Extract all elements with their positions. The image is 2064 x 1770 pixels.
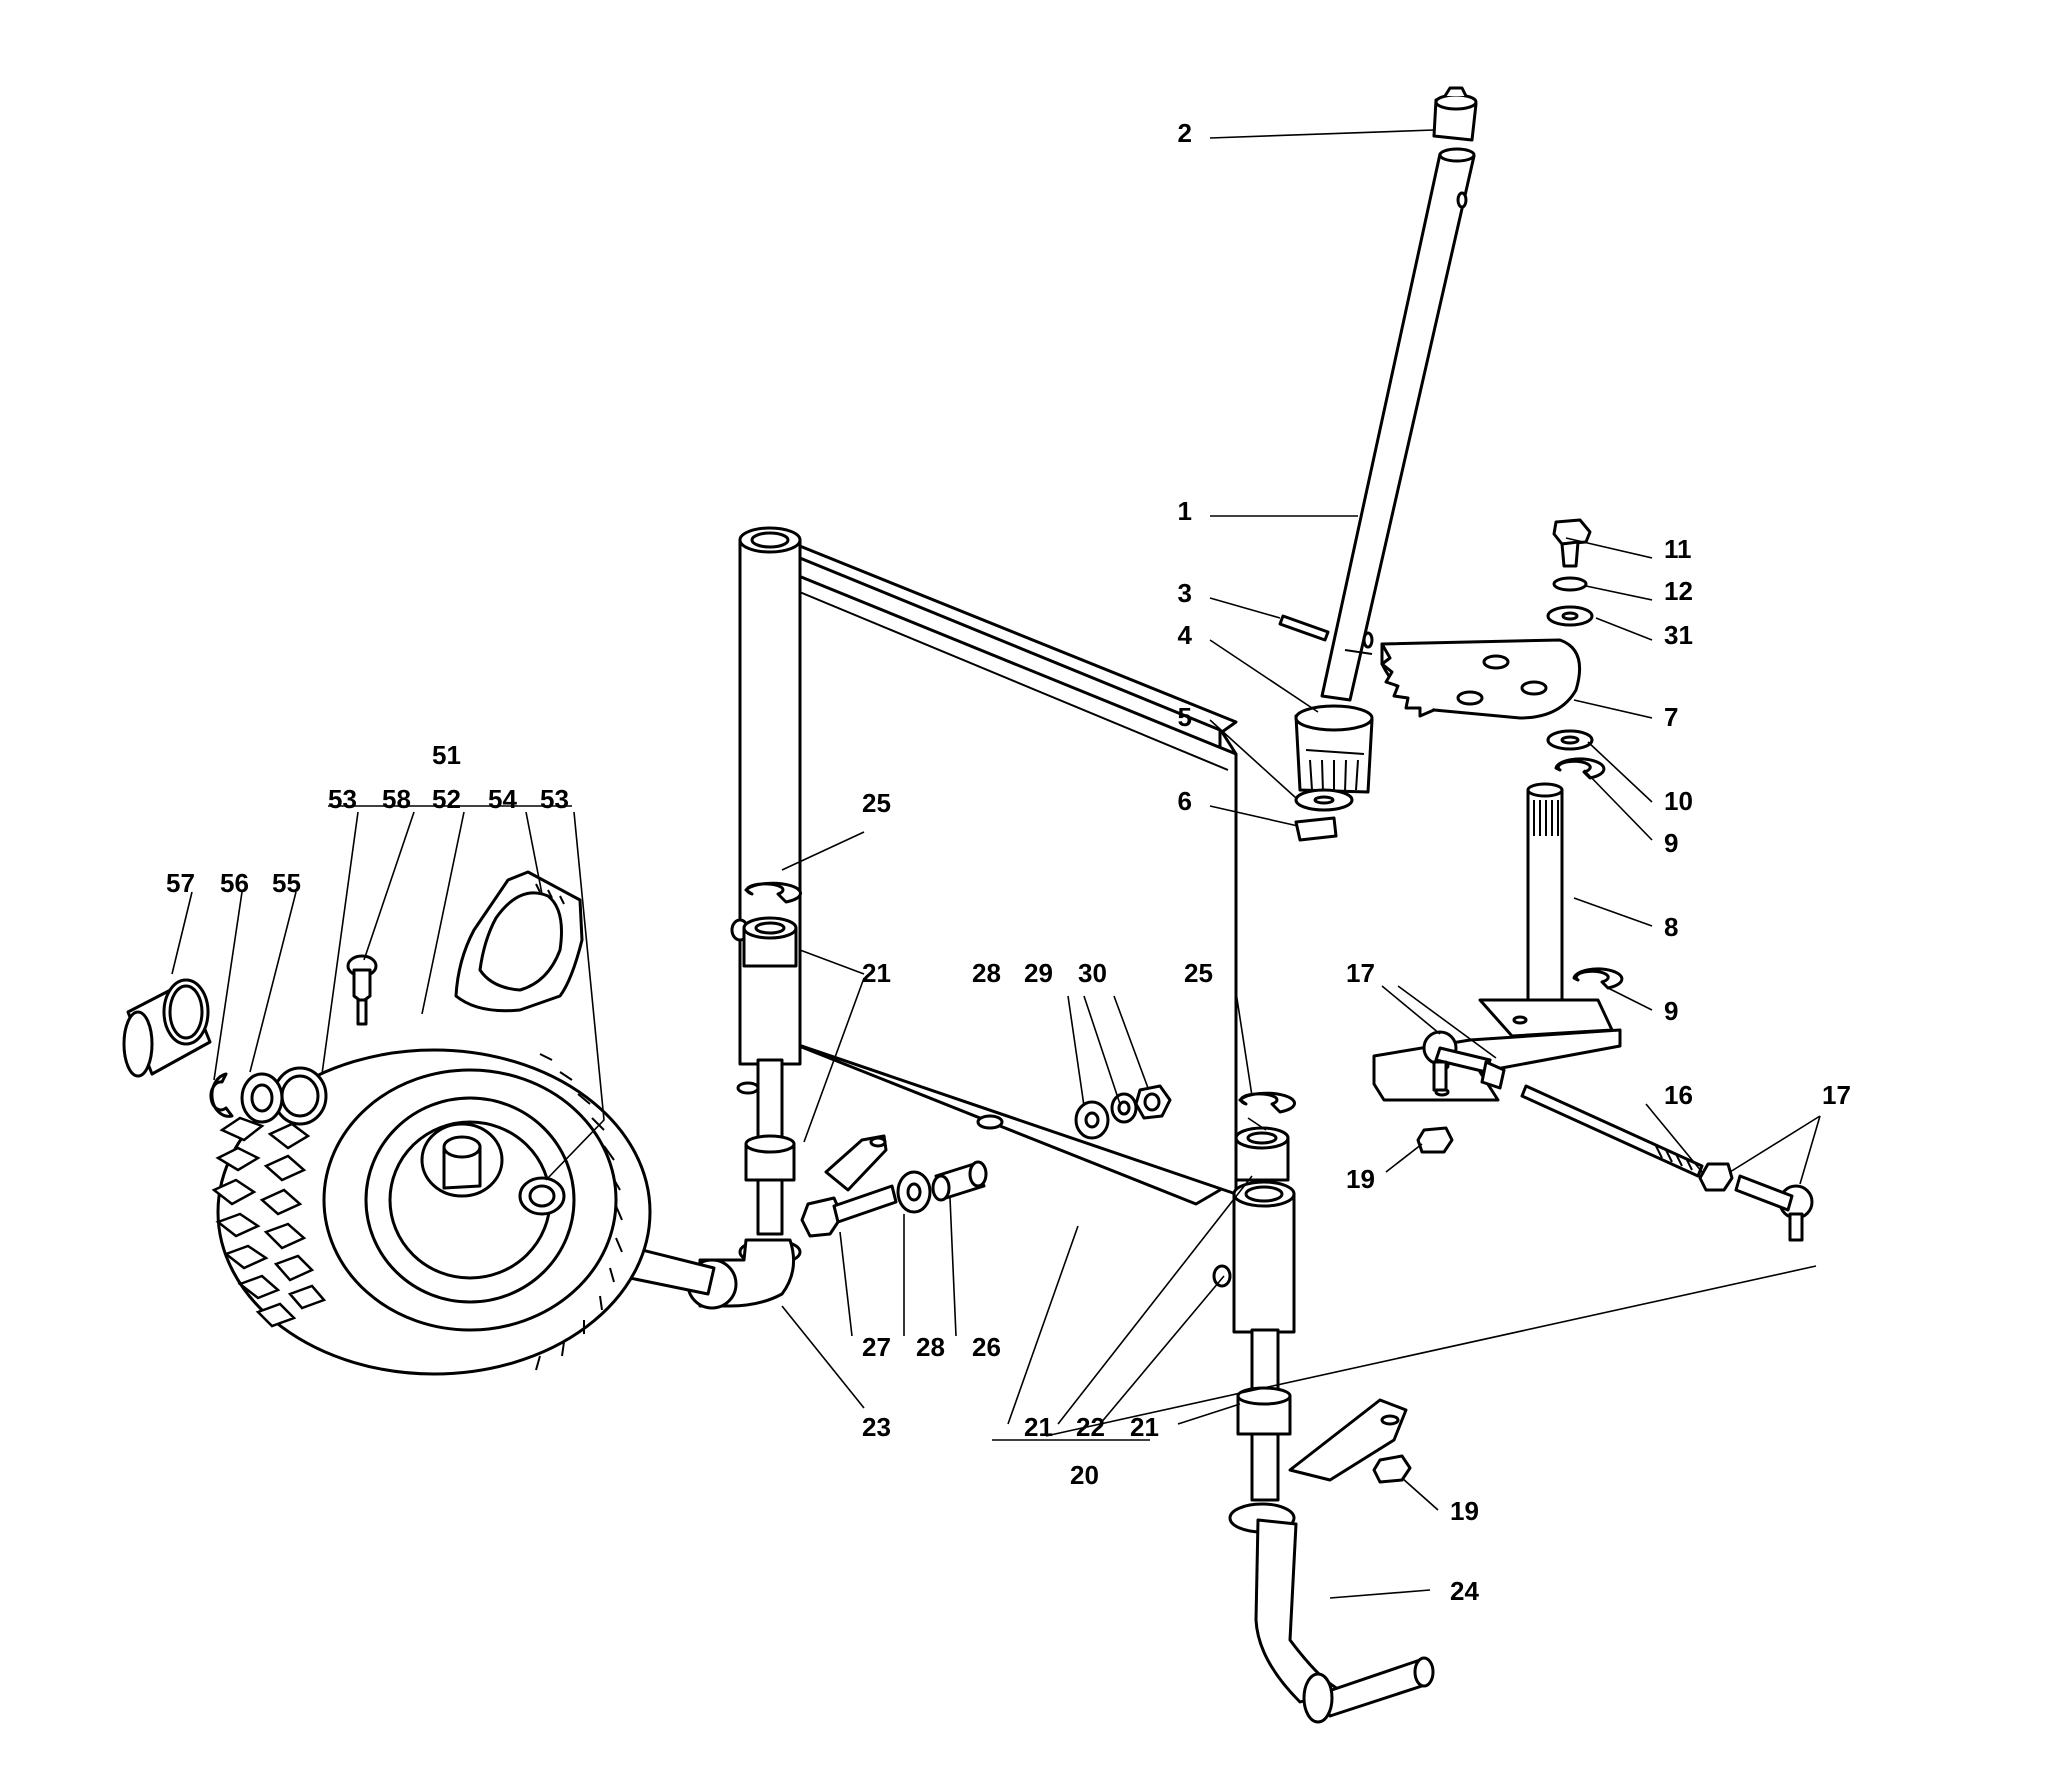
callout-25-left: 25: [862, 788, 891, 818]
callout-53-right: 53: [540, 784, 569, 814]
callout-25-right: 25: [1184, 958, 1213, 988]
hub-washer: [240, 1072, 284, 1124]
rim-bearing: [518, 1176, 566, 1216]
tie-rod-end-right: [1734, 1174, 1814, 1242]
sector-lock-washer: [1552, 576, 1588, 592]
hub-cap: [122, 978, 212, 1078]
callout-3: 3: [1178, 578, 1192, 608]
leader-lines: [171, 129, 1821, 1599]
callout-26: 26: [972, 1332, 1001, 1362]
left-circlip: [744, 881, 802, 904]
callout-55: 55: [272, 868, 301, 898]
spacer-washer: [1074, 1100, 1110, 1140]
tie-rod-end-left: [1422, 1030, 1506, 1092]
callout-22: 22: [1076, 1412, 1105, 1442]
valve-stem: [346, 954, 378, 1026]
right-spindle-bushing-upper: [1234, 1126, 1290, 1182]
left-pivot-tube: [730, 526, 802, 1066]
callout-56: 56: [220, 868, 249, 898]
callout-12: 12: [1664, 576, 1693, 606]
callout-21-bottom-right: 21: [1130, 1412, 1159, 1442]
bolt-bracket: [824, 1134, 888, 1192]
steering-column-cap: [1432, 86, 1478, 142]
callout-10: 10: [1664, 786, 1693, 816]
callout-20: 20: [1070, 1460, 1099, 1490]
drag-link-rod: [1520, 1084, 1704, 1178]
wheel-bearing: [272, 1066, 328, 1126]
wheel-guard-bracket: [454, 870, 584, 1013]
sector-shaft: [1372, 782, 1622, 1102]
steering-sector-gear: [1380, 638, 1582, 720]
callout-17-left: 17: [1346, 958, 1375, 988]
right-circlip: [1238, 1091, 1296, 1114]
pivot-bolt: [800, 1184, 898, 1238]
callout-58: 58: [382, 784, 411, 814]
lock-nut-upper: [1416, 1126, 1454, 1154]
callout-9-lower: 9: [1664, 996, 1678, 1026]
callout-19-lower: 19: [1450, 1496, 1479, 1526]
callout-5: 5: [1178, 702, 1192, 732]
callout-30: 30: [1078, 958, 1107, 988]
callout-8: 8: [1664, 912, 1678, 942]
pinion-washer: [1294, 788, 1354, 812]
callout-54: 54: [488, 784, 517, 814]
shaft-washer: [1546, 729, 1594, 751]
sector-flat-washer: [1546, 605, 1594, 627]
callout-17-right: 17: [1822, 1080, 1851, 1110]
right-spindle: [1228, 1328, 1435, 1724]
shaft-circlip-upper: [1554, 757, 1606, 780]
pivot-spacer: [931, 1160, 988, 1202]
callout-27: 27: [862, 1332, 891, 1362]
left-spindle-bushing-lower: [744, 1134, 796, 1182]
pinion-gear: [1294, 704, 1374, 794]
callout-9-upper: 9: [1664, 828, 1678, 858]
wheel-rim: [364, 1096, 576, 1304]
callout-2: 2: [1178, 118, 1192, 148]
callout-6: 6: [1178, 786, 1192, 816]
right-spindle-bushing-lower: [1236, 1386, 1292, 1436]
roll-pin: [1278, 614, 1330, 642]
drag-link-nut: [1698, 1162, 1734, 1192]
callout-31: 31: [1664, 620, 1693, 650]
spacer-lock-washer: [1110, 1092, 1138, 1124]
spacer-nut: [1134, 1084, 1172, 1120]
callout-23: 23: [862, 1412, 891, 1442]
steering-column: [1320, 147, 1476, 702]
callout-29: 29: [1024, 958, 1053, 988]
callout-28-bottom: 28: [916, 1332, 945, 1362]
lock-nut-lower: [1372, 1454, 1412, 1484]
callout-4: 4: [1178, 620, 1193, 650]
callout-1: 1: [1178, 496, 1192, 526]
callout-52: 52: [432, 784, 461, 814]
pivot-washer: [896, 1170, 932, 1214]
left-spindle-bushing-upper: [742, 916, 798, 968]
callout-51: 51: [432, 740, 461, 770]
callout-labels: 2 1 3 4 5 6 11 12 31 7 10 9 8 9 16 17 17…: [166, 118, 1851, 1606]
callout-11: 11: [1664, 534, 1692, 564]
callout-7: 7: [1664, 702, 1678, 732]
pinion-nut: [1294, 816, 1338, 842]
callout-16: 16: [1664, 1080, 1693, 1110]
hub-circlip: [209, 1072, 234, 1118]
callout-53-left: 53: [328, 784, 357, 814]
callout-19-upper: 19: [1346, 1164, 1375, 1194]
callout-57: 57: [166, 868, 195, 898]
callout-21-bottom-left: 21: [1024, 1412, 1053, 1442]
callout-24: 24: [1450, 1576, 1479, 1606]
callout-21-top: 21: [862, 958, 891, 988]
shaft-circlip-lower: [1572, 967, 1624, 990]
callout-28-top: 28: [972, 958, 1001, 988]
right-pivot-tube: [1212, 1180, 1296, 1334]
